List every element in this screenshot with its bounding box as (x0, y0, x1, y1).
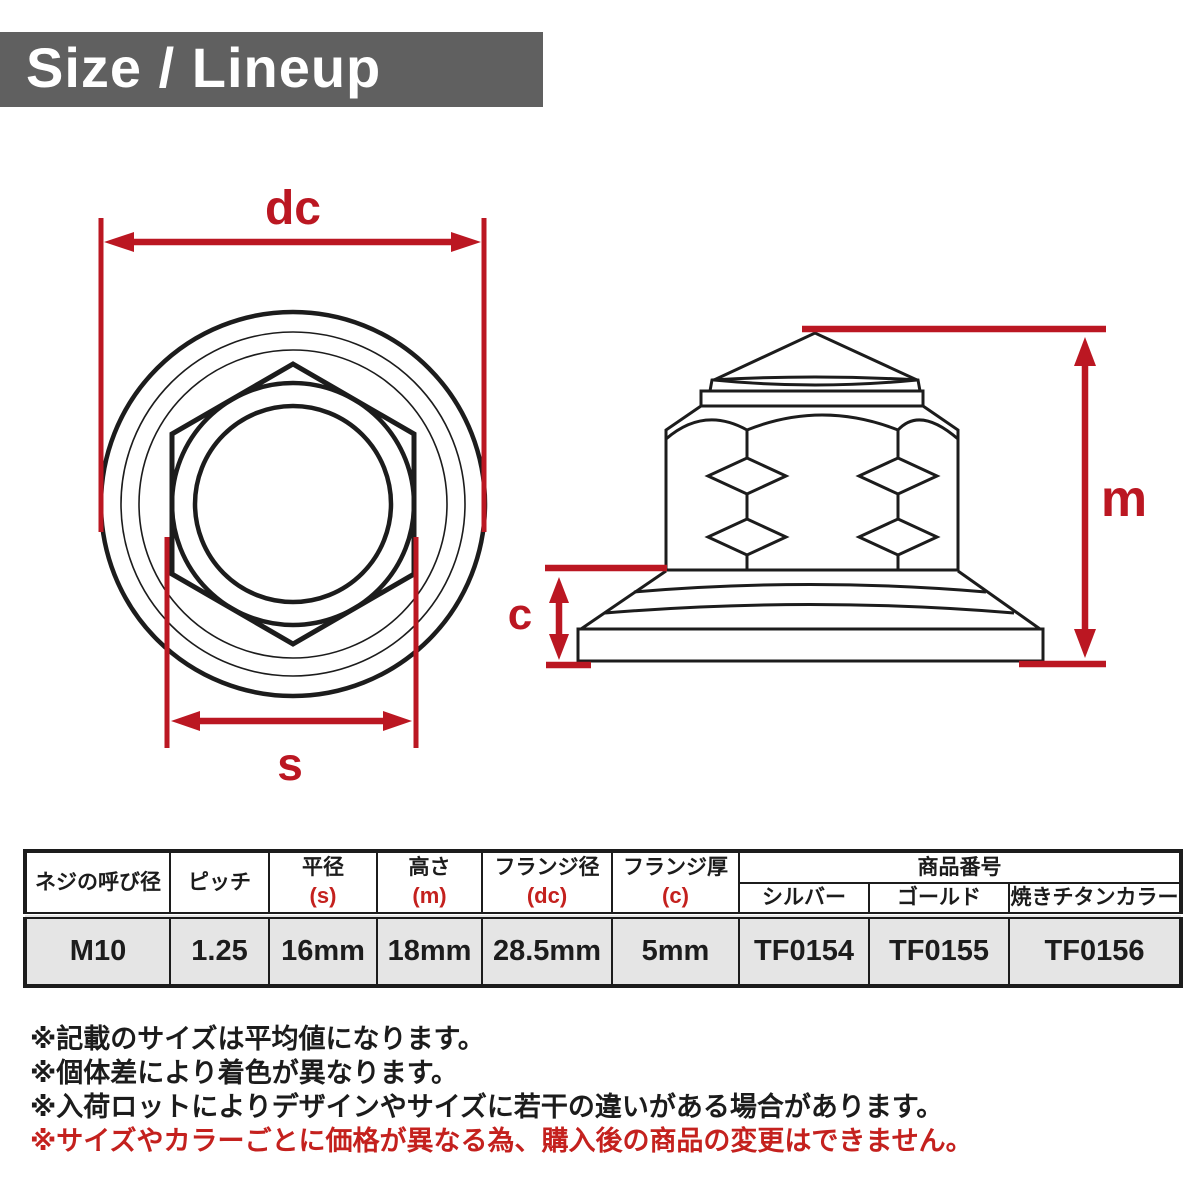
dc-label: dc (265, 182, 321, 235)
bore-circle (192, 403, 394, 605)
cap-cone (713, 331, 918, 382)
note-line: ※入荷ロットによりデザインやサイズに若干の違いがある場合があります。 (30, 1092, 944, 1122)
m-arrowhead-top (1074, 337, 1096, 366)
col-header-product-no: 商品番号 (738, 850, 1182, 884)
cell-product-gold: TF0155 (868, 911, 1010, 987)
dc-arrowhead-left (104, 232, 134, 252)
cap-collar (699, 389, 925, 408)
col-header-flange-dia: フランジ径 (dc) (481, 850, 613, 916)
cell-width-af: 16mm (268, 911, 378, 987)
s-label: s (277, 738, 303, 790)
col-header-width-af: 平径 (s) (268, 850, 378, 916)
top-view-diagram (98, 309, 488, 699)
flange-inner-ring-2 (138, 349, 448, 659)
side-view-diagram (576, 331, 1045, 663)
dimension-m: m (802, 325, 1147, 668)
diamond-column-left (704, 430, 790, 570)
dimension-dc: dc (98, 182, 487, 532)
hex-arc-center (746, 413, 899, 432)
table-row: M10 1.25 16mm 18mm 28.5mm 5mm TF0154 TF0… (24, 911, 1182, 987)
spec-table: ネジの呼び径 ピッチ 平径 (s) 高さ (m) フランジ径 (dc) (23, 849, 1183, 988)
flange-inner-ring-1 (120, 331, 466, 677)
col-header-nominal: ネジの呼び径 (24, 850, 171, 916)
cap-cone-base (713, 378, 918, 387)
c-label: c (508, 590, 532, 639)
flange-slope-left (580, 569, 667, 631)
col-header-silver: シルバー (738, 882, 870, 916)
section-title: Size / Lineup (26, 35, 382, 99)
diamond-column-right (855, 430, 941, 570)
s-arrowhead-left (171, 711, 200, 731)
s-arrowhead-right (383, 711, 412, 731)
note-line: ※記載のサイズは平均値になります。 (30, 1024, 485, 1054)
section-header-banner: Size / Lineup (0, 32, 543, 107)
dc-arrowhead-right (451, 232, 481, 252)
hex-body-outline (664, 404, 960, 572)
hex-inscribed-circle (169, 380, 417, 628)
flange-curve-2 (604, 603, 1015, 615)
cell-flange-dia: 28.5mm (481, 911, 613, 987)
hex-arc-right (896, 418, 959, 441)
cell-nominal: M10 (24, 911, 171, 987)
flange-slope-right (957, 569, 1041, 631)
col-header-pitch: ピッチ (169, 850, 270, 916)
col-header-height: 高さ (m) (376, 850, 483, 916)
note-line-warning: ※サイズやカラーごとに価格が異なる為、購入後の商品の変更はできません。 (30, 1126, 973, 1156)
flange-outer-circle (98, 309, 488, 699)
col-header-burnt-titanium: 焼きチタンカラー (1008, 882, 1182, 916)
c-arrowhead-bottom (549, 634, 569, 660)
footnotes: ※記載のサイズは平均値になります。 ※個体差により着色が異なります。 ※入荷ロッ… (30, 1022, 1180, 1158)
dimension-s: s (164, 537, 419, 790)
dimension-c: c (508, 564, 667, 669)
cell-pitch: 1.25 (169, 911, 270, 987)
m-arrowhead-bottom (1074, 629, 1096, 658)
flange-base (576, 627, 1045, 663)
flange-curve-1 (633, 583, 987, 594)
cell-product-burnt-titanium: TF0156 (1008, 911, 1182, 987)
note-line: ※個体差により着色が異なります。 (30, 1058, 459, 1088)
m-label: m (1101, 470, 1147, 528)
hex-outline (169, 361, 417, 647)
cell-height: 18mm (376, 911, 483, 987)
cell-flange-thk: 5mm (611, 911, 740, 987)
c-arrowhead-top (549, 577, 569, 603)
col-header-gold: ゴールド (868, 882, 1010, 916)
col-header-flange-thk: フランジ厚 (c) (611, 850, 740, 916)
cap-disc (708, 375, 922, 393)
cell-product-silver: TF0154 (738, 911, 870, 987)
hex-arc-left (665, 418, 748, 441)
